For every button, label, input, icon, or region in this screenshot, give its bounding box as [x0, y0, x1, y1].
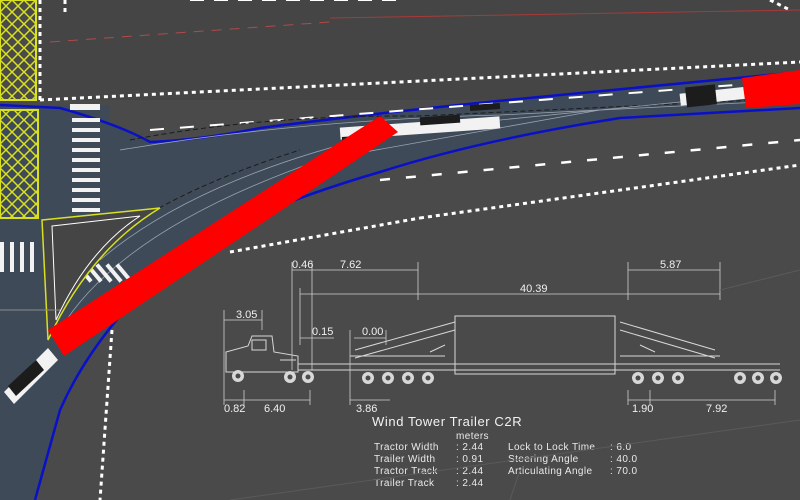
dim-label-190: 1.90 [632, 403, 653, 415]
tractor-window [251, 339, 267, 351]
lane-dash-2 [379, 138, 800, 182]
dimension-lines [223, 262, 776, 405]
main-road [0, 72, 800, 500]
swept-path-inner-1 [129, 97, 800, 141]
spec-label-trailer-width: Trailer Width [374, 454, 436, 465]
vehicle-title: Wind Tower Trailer C2R [372, 414, 522, 429]
spec-value-tractor-track: : 2.44 [456, 466, 483, 477]
dim-label-587: 5.87 [660, 259, 681, 271]
spec-value-trailer-track: : 2.44 [456, 478, 483, 489]
trailer-top-view-right [679, 84, 751, 108]
curb-line-upper [0, 70, 800, 144]
spec-label-lock-time: Lock to Lock Time [508, 442, 595, 453]
crosshatch-left-median [0, 109, 39, 219]
traffic-island-inner [51, 215, 141, 321]
tower-section [454, 315, 616, 375]
swept-path-inner-4 [59, 109, 601, 331]
vehicle-elevation [225, 315, 782, 384]
left-descent-road [0, 300, 60, 500]
dim-label-000: 0.00 [362, 326, 383, 338]
spec-label-tractor-track: Tractor Track [374, 466, 438, 477]
spec-value-tractor-width: : 2.44 [456, 442, 483, 453]
wind-blade-diagonal [48, 116, 398, 356]
spec-label-tractor-width: Tractor Width [374, 442, 439, 453]
construction-line-1 [229, 419, 800, 500]
spec-value-trailer-width: : 0.91 [456, 454, 483, 465]
construction-line-3 [719, 269, 800, 291]
spec-value-steering-angle: : 40.0 [610, 454, 637, 465]
spec-label-trailer-track: Trailer Track [374, 478, 435, 489]
construction-line-2 [509, 469, 521, 500]
dim-label-4039: 40.39 [520, 283, 548, 295]
wind-blade-right [742, 70, 800, 108]
crosswalk-left [0, 242, 34, 272]
crosshatch-top-left [0, 0, 37, 101]
spec-label-steering-angle: Steering Angle [508, 454, 579, 465]
row-boundary-lower [229, 216, 421, 254]
trailer-under-blade [4, 348, 58, 404]
dim-label-015: 0.15 [312, 326, 333, 338]
tractor-cab [225, 335, 299, 373]
units-label: meters [456, 431, 489, 442]
row-boundary-upper [39, 60, 800, 102]
dim-label-046: 0.46 [292, 259, 313, 271]
swept-path-inner-2 [119, 99, 800, 151]
spec-value-articulating-angle: : 70.0 [610, 466, 637, 477]
spec-label-articulating-angle: Articulating Angle [508, 466, 593, 477]
dim-label-762: 7.62 [340, 259, 361, 271]
crosswalk-side-street [70, 104, 100, 212]
row-boundary-top-right-2 [769, 0, 791, 12]
dim-label-640: 6.40 [264, 403, 285, 415]
dim-label-792: 7.92 [706, 403, 727, 415]
dim-label-386: 3.86 [356, 403, 377, 415]
upper-road-red-line [329, 9, 800, 19]
spec-value-lock-time: : 6.0 [610, 442, 631, 453]
crosswalk-island [75, 263, 133, 283]
dim-label-305: 3.05 [236, 309, 257, 321]
dim-label-082: 0.82 [224, 403, 245, 415]
